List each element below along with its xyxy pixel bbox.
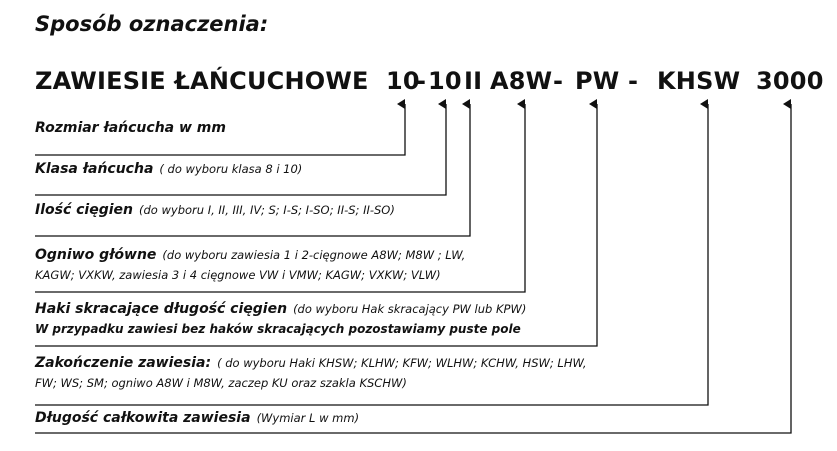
leader-line-shortening-hooks [35, 99, 598, 347]
code-master-link: A8W [490, 67, 553, 95]
legend-label: Klasa łańcucha [35, 161, 154, 177]
legend-item-shortening-hooks: Haki skracające długość cięgien (do wybor… [35, 301, 526, 317]
leader-line-master-link [35, 99, 526, 293]
legend-item-chain-class: Klasa łańcucha ( do wyboru klasa 8 i 10) [35, 161, 302, 177]
legend-note-continued: KAGW; VXKW, zawiesia 3 i 4 cięgnowe VW i… [35, 268, 441, 282]
legend-note-continued: FW; WS; SM; ogniwo A8W i M8W, zaczep KU … [35, 376, 407, 390]
code-legs: II [464, 67, 483, 95]
leader-line-chain-class [35, 99, 447, 196]
legend-item-legs: Ilość cięgien (do wyboru I, II, III, IV; … [35, 202, 395, 218]
legend-note: (do wyboru Hak skracający PW lub KPW) [293, 302, 527, 316]
legend-note: (do wyboru I, II, III, IV; S; I-S; I-SO;… [139, 203, 395, 217]
legend-note: (do wyboru zawiesia 1 i 2-cięgnowe A8W; … [162, 248, 466, 262]
leader-line-legs [35, 99, 471, 237]
leader-line-total-length [35, 99, 792, 434]
legend-label: Ilość cięgien [35, 202, 134, 218]
legend-label: Długość całkowita zawiesia [35, 410, 251, 426]
legend-note: ( do wyboru Haki KHSW; KLHW; KFW; WLHW; … [217, 356, 587, 370]
legend-item-total-length: Długość całkowita zawiesia (Wymiar L w mm… [35, 410, 359, 426]
code-dash-3: - [628, 67, 639, 95]
code-shortening-hook: PW [575, 67, 620, 95]
code-dash-2: - [553, 67, 564, 95]
legend-label: Ogniwo główne [35, 247, 157, 263]
legend-note: (Wymiar L w mm) [256, 411, 360, 425]
legend-item-sling-end: Zakończenie zawiesia: ( do wyboru Haki KH… [35, 355, 587, 371]
leader-line-chain-size [35, 99, 406, 156]
code-sling-end: KHSW [657, 67, 741, 95]
legend-note: ( do wyboru klasa 8 i 10) [159, 162, 303, 176]
code-dash-1: - [416, 67, 427, 95]
code-chain-class: 10 [428, 67, 462, 95]
legend-note-continued: W przypadku zawiesi bez haków skracający… [35, 322, 521, 336]
legend-item-chain-size: Rozmiar łańcucha w mm [35, 120, 226, 136]
legend-label: Zakończenie zawiesia: [35, 355, 212, 371]
code-chain-size: 10 [386, 67, 420, 95]
leader-line-sling-end [35, 99, 709, 406]
product-name: ZAWIESIE ŁAŃCUCHOWE [35, 67, 369, 95]
diagram-heading: Sposób oznaczenia: [35, 12, 269, 36]
code-total-length: 3000 [756, 67, 824, 95]
legend-label: Rozmiar łańcucha w mm [35, 120, 226, 136]
legend-label: Haki skracające długość cięgien [35, 301, 288, 317]
legend-item-master-link: Ogniwo główne (do wyboru zawiesia 1 i 2-c… [35, 247, 465, 263]
